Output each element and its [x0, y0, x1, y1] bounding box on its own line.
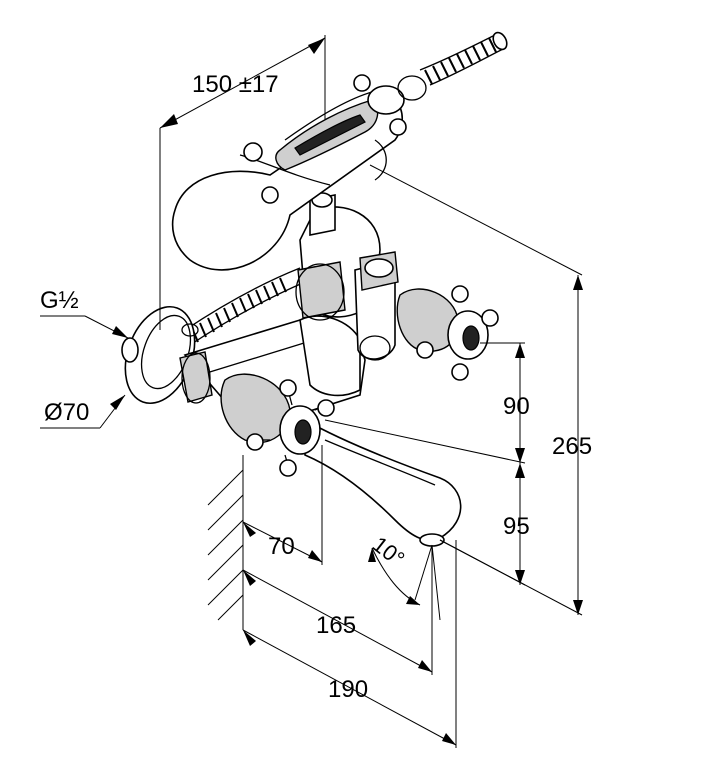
left-cross-handle	[220, 373, 335, 477]
wall-hatching	[207, 455, 244, 630]
dim-projection-label: 150 ±17	[192, 71, 279, 98]
wall-rosette	[121, 305, 199, 405]
dim-angle-label: 10°	[368, 531, 410, 571]
dim-thread-label: G½	[40, 287, 79, 314]
dim-offset-label: 70	[268, 533, 295, 560]
dim-height-spout-label: 95	[503, 513, 530, 540]
dim-rosette-label: Ø70	[44, 399, 89, 426]
dim-depth-spout-label: 190	[328, 676, 368, 703]
dim-height-total-label: 265	[552, 433, 592, 460]
dim-depth-outlet-label: 165	[316, 612, 356, 639]
diverter-assembly	[295, 192, 399, 361]
bath-spout	[304, 418, 462, 547]
shower-hose	[184, 31, 508, 346]
dimension-arrows	[110, 38, 583, 745]
dim-height-handles-label: 90	[503, 393, 530, 420]
right-cross-handle	[396, 285, 499, 381]
hand-shower	[171, 74, 427, 271]
